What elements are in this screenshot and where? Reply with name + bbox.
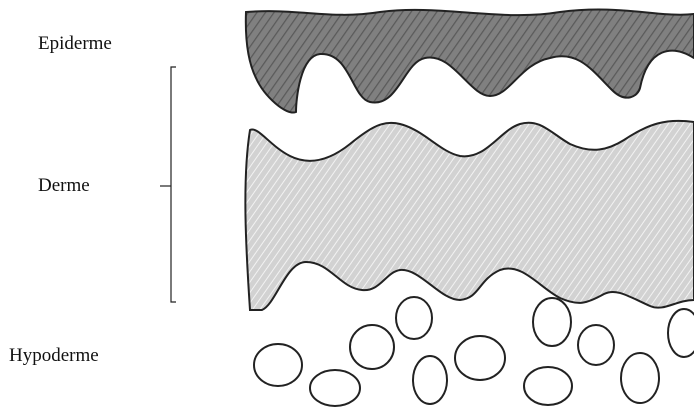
derme-layer [245, 121, 694, 310]
fat-cell [310, 370, 360, 406]
fat-cell [524, 367, 572, 405]
fat-cell [254, 344, 302, 386]
fat-cell [455, 336, 505, 380]
hypoderme-cells [254, 297, 694, 406]
label-hypoderme: Hypoderme [9, 345, 99, 367]
fat-cell [621, 353, 659, 403]
fat-cell [668, 309, 694, 357]
skin-bracket [171, 67, 176, 302]
label-derme: Derme [38, 175, 90, 197]
fat-cell [413, 356, 447, 404]
epiderme-layer [246, 9, 694, 112]
fat-cell [396, 297, 432, 339]
fat-cell [578, 325, 614, 365]
fat-cell [533, 298, 571, 346]
fat-cell [350, 325, 394, 369]
label-epiderme: Epiderme [38, 33, 112, 55]
